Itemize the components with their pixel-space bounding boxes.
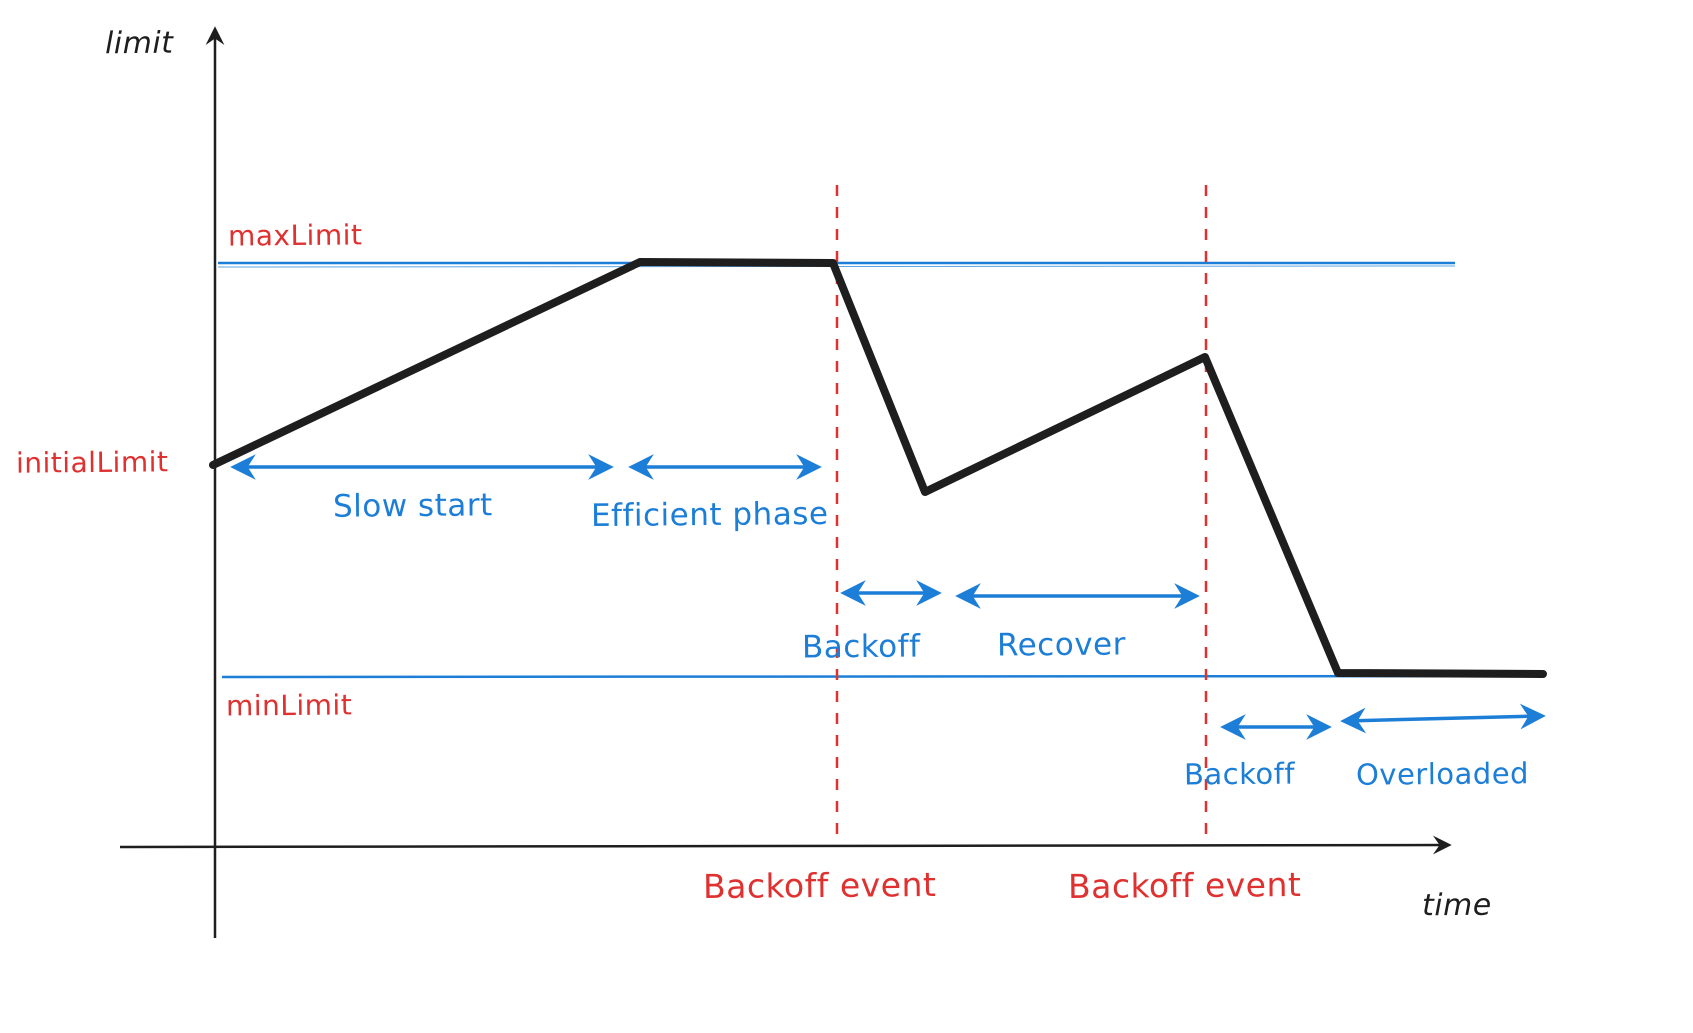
backoff-label-1: Backoff <box>801 628 921 666</box>
backoff-event-label-1: Backoff event <box>702 864 937 907</box>
efficient-phase-label: Efficient phase <box>590 495 829 535</box>
min-limit-line <box>221 674 1541 679</box>
x-axis <box>119 835 1452 855</box>
overloaded-arrow <box>1340 703 1546 734</box>
initial-limit-label: initialLimit <box>15 445 169 480</box>
slow-start-label: Slow start <box>332 487 493 525</box>
recover-label: Recover <box>996 626 1127 664</box>
limit-curve <box>209 258 1547 678</box>
min-limit-label: minLimit <box>225 688 353 723</box>
backoff-event-label-2: Backoff event <box>1067 864 1302 907</box>
overloaded-label: Overloaded <box>1355 756 1530 792</box>
backoff-label-2: Backoff <box>1183 756 1296 792</box>
x-axis-label: time <box>1421 887 1492 924</box>
y-axis-label: limit <box>104 25 174 62</box>
max-limit-label: maxLimit <box>227 218 363 253</box>
